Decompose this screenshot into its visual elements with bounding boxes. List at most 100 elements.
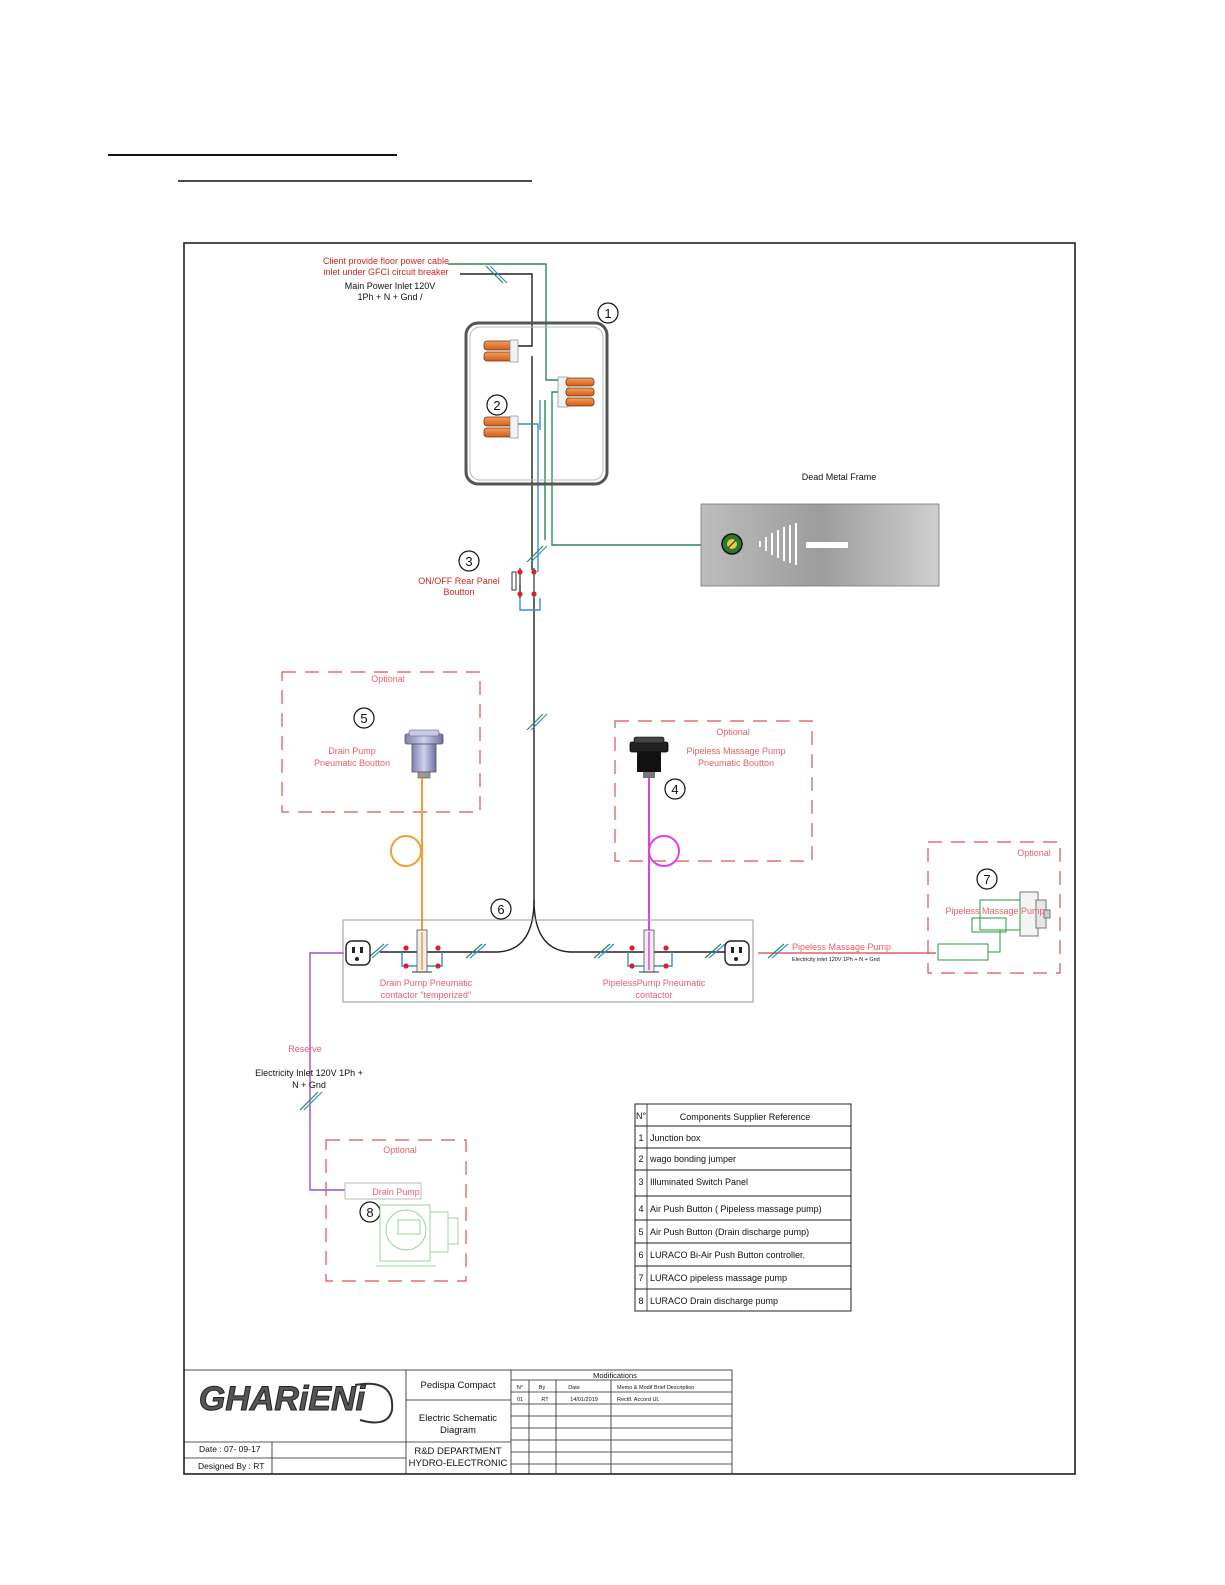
main-inlet-line1: Main Power Inlet 120V xyxy=(345,281,436,291)
massage-contactor-icon xyxy=(629,929,669,973)
optional-massage-button-box: Optional Pipeless Massage Pump Pneumatic… xyxy=(614,720,813,930)
massage-pump-inlet-sub: Electricity inlet 120V 1Ph + N + Gnd xyxy=(792,957,880,963)
reserve-label: Reserve xyxy=(288,1044,322,1054)
client-note-line2: inlet under GFCI circuit breaker xyxy=(323,267,448,277)
reserve-wire xyxy=(309,952,345,1191)
title-block xyxy=(183,1369,733,1475)
table-row-no: 5 xyxy=(638,1227,643,1237)
dead-metal-frame: Dead Metal Frame xyxy=(700,472,940,587)
table-header-no: N° xyxy=(636,1111,646,1121)
wago-connector-1 xyxy=(483,339,519,363)
table-row-no: 4 xyxy=(638,1204,643,1214)
mod-header: Date xyxy=(568,1385,580,1391)
svg-text:6: 6 xyxy=(497,902,504,917)
optional-label: Optional xyxy=(716,727,750,737)
optional-massage-pump-box: Optional Pipeless Massage Pump xyxy=(927,841,1061,974)
main-trunk-neutral xyxy=(518,400,541,572)
table-row-no: 2 xyxy=(638,1154,643,1164)
ground-wire-frame xyxy=(551,391,726,546)
table-row-ref: wago bonding jumper xyxy=(649,1154,736,1164)
marker-1: 1 xyxy=(597,302,619,324)
marker-3: 3 xyxy=(458,550,480,572)
mod-row-by: RT xyxy=(541,1397,549,1403)
marker-7: 7 xyxy=(976,868,998,890)
table-row-ref: LURACO pipeless massage pump xyxy=(650,1273,787,1283)
optional-drain-pump-box: Optional Drain Pump xyxy=(325,1139,467,1282)
on-off-switch: ON/OFF Rear Panel Boutton xyxy=(418,568,537,598)
massage-button-label-line1: Pipeless Massage Pump xyxy=(686,746,785,756)
table-row-ref: LURACO Drain discharge pump xyxy=(650,1296,778,1306)
electricity-inlet-line2: N + Gnd xyxy=(292,1080,326,1090)
trunk-after-switch xyxy=(380,598,535,953)
table-row-no: 7 xyxy=(638,1273,643,1283)
massage-contactor-label-line2: contactor xyxy=(635,990,672,1000)
doc-title-line2: Diagram xyxy=(440,1425,476,1436)
massage-contactor-label-line1: PipelessPump Pneumatic xyxy=(603,978,706,988)
mod-row-no: 01 xyxy=(517,1397,523,1403)
drain-contactor-label-line1: Drain Pump Pneumatic xyxy=(380,978,473,988)
table-row-ref: LURACO Bi-Air Push Button controller. xyxy=(650,1250,805,1260)
drain-contactor-label-line2: contactor "temporized" xyxy=(381,990,471,1000)
product-name: Pedispa Compact xyxy=(421,1380,496,1391)
modifications-title: Modifications xyxy=(593,1371,637,1380)
svg-text:1: 1 xyxy=(604,306,611,321)
division: HYDRO-ELECTRONIC xyxy=(409,1458,508,1469)
table-row-no: 6 xyxy=(638,1250,643,1260)
optional-drain-button-box: Optional Drain Pump Pneumatic Boutton xyxy=(281,671,481,930)
svg-text:2: 2 xyxy=(493,398,500,413)
drain-pneumatic-button-icon xyxy=(404,729,444,779)
client-note-line1: Client provide floor power cable xyxy=(323,256,449,266)
switch-label-line1: ON/OFF Rear Panel xyxy=(418,576,500,586)
massage-pump-icon xyxy=(937,891,1051,961)
outlet-right-icon xyxy=(724,940,750,966)
wago-connector-ground xyxy=(557,376,595,408)
inlet-labels: Client provide floor power cable inlet u… xyxy=(323,256,449,302)
svg-text:4: 4 xyxy=(671,782,678,797)
mod-row-memo: Rectif. Accord UL xyxy=(617,1397,660,1403)
mod-header: N° xyxy=(517,1385,523,1391)
svg-text:8: 8 xyxy=(366,1205,373,1220)
trunk-right-branch xyxy=(533,899,742,953)
electricity-inlet-line1: Electricity Inlet 120V 1Ph + xyxy=(255,1068,363,1078)
marker-6: 6 xyxy=(490,898,512,920)
table-row-no: 1 xyxy=(638,1133,643,1143)
optional-label: Optional xyxy=(1017,848,1051,858)
table-row-ref: Air Push Button ( Pipeless massage pump) xyxy=(650,1204,822,1214)
table-row-ref: Illuminated Switch Panel xyxy=(650,1177,748,1187)
table-row-ref: Junction box xyxy=(650,1133,701,1143)
drain-pump-label: Drain Pump xyxy=(372,1187,420,1197)
massage-pump-inlet-title: Pipeless Massage Pump xyxy=(792,942,891,952)
mod-row-date: 14/01/2019 xyxy=(570,1397,598,1403)
optional-label: Optional xyxy=(371,674,405,684)
bi-air-controller: Drain Pump Pneumatic contactor "temporiz… xyxy=(342,919,754,1003)
company-logo: GHARiENi xyxy=(199,1380,367,1418)
outlet-left-icon xyxy=(345,940,371,966)
table-row-no: 8 xyxy=(638,1296,643,1306)
drain-pump-icon xyxy=(376,1204,459,1267)
svg-text:3: 3 xyxy=(465,554,472,569)
switch-label-line2: Boutton xyxy=(443,587,474,597)
mod-header: By xyxy=(539,1385,546,1391)
title-block-text: GHARiENi Pedispa Compact Electric Schema… xyxy=(198,1371,694,1471)
wago-connector-2 xyxy=(483,415,519,439)
components-table: N° Components Supplier Reference 1 Junct… xyxy=(634,1103,852,1312)
optional-label: Optional xyxy=(383,1145,417,1155)
mod-header: Memo & Modif Brief Description xyxy=(617,1385,694,1391)
drain-contactor-icon xyxy=(403,929,441,973)
marker-5: 5 xyxy=(353,707,375,729)
svg-text:5: 5 xyxy=(360,711,367,726)
junction-box xyxy=(464,321,609,486)
department: R&D DEPARTMENT xyxy=(414,1446,501,1457)
marker-2: 2 xyxy=(486,394,508,416)
drain-button-label-line2: Pneumatic Boutton xyxy=(314,758,390,768)
drawing-border xyxy=(183,242,1076,1475)
table-row-ref: Air Push Button (Drain discharge pump) xyxy=(650,1227,809,1237)
designed-by: Designed By : RT xyxy=(198,1461,264,1471)
ground-symbol-icon xyxy=(759,523,797,565)
massage-button-label-line2: Pneumatic Boutton xyxy=(698,758,774,768)
switch-neutral-loop xyxy=(519,585,541,611)
table-row-no: 3 xyxy=(638,1177,643,1187)
line-wire-inlet xyxy=(460,273,533,347)
main-inlet-line2: 1Ph + N + Gnd / xyxy=(357,292,423,302)
svg-text:7: 7 xyxy=(983,872,990,887)
